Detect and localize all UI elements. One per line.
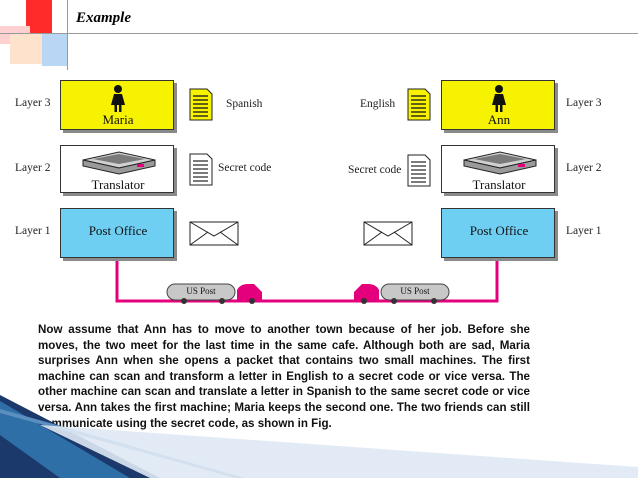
left-secret-code-label: Secret code bbox=[218, 162, 272, 174]
left-envelope-icon bbox=[189, 221, 239, 246]
right-truck-label: US Post bbox=[400, 286, 430, 296]
slide-title: Example bbox=[76, 10, 131, 26]
spanish-letter-icon bbox=[189, 88, 213, 121]
left-translator-label: Translator bbox=[91, 177, 145, 192]
explanation-paragraph: Now assume that Ann has to move to anoth… bbox=[38, 323, 530, 430]
left-layer1-label: Layer 1 bbox=[15, 225, 51, 237]
right-post-office-label: Post Office bbox=[469, 223, 529, 238]
right-envelope-icon bbox=[363, 221, 413, 246]
corner-line-vertical bbox=[67, 0, 68, 70]
right-layer2-label: Layer 2 bbox=[566, 162, 602, 174]
scanner-icon bbox=[82, 151, 156, 175]
english-letter-icon bbox=[407, 88, 431, 121]
right-layer1-label: Layer 1 bbox=[566, 225, 602, 237]
maria-box: Maria bbox=[60, 80, 174, 130]
right-layer3-label: Layer 3 bbox=[566, 97, 602, 109]
right-truck-icon bbox=[354, 283, 450, 304]
left-secret-code-icon bbox=[189, 153, 213, 186]
corner-square-peach bbox=[10, 34, 42, 64]
corner-square-red bbox=[26, 0, 52, 33]
left-layer2-label: Layer 2 bbox=[15, 162, 51, 174]
right-translator-label: Translator bbox=[472, 177, 526, 192]
bottom-swoosh-decoration bbox=[0, 395, 638, 478]
left-post-office-label: Post Office bbox=[88, 223, 148, 238]
postal-link-line bbox=[115, 258, 499, 303]
ann-box: Ann bbox=[441, 80, 555, 130]
maria-label: Maria bbox=[102, 112, 134, 127]
right-secret-code-label: Secret code bbox=[348, 164, 402, 176]
spanish-label: Spanish bbox=[226, 98, 263, 110]
left-layer3-label: Layer 3 bbox=[15, 97, 51, 109]
right-translator-box: Translator bbox=[441, 145, 555, 193]
scanner-icon bbox=[463, 151, 537, 175]
woman-icon bbox=[492, 85, 506, 112]
left-truck-icon bbox=[166, 283, 262, 304]
english-label: English bbox=[360, 98, 396, 110]
left-truck-label: US Post bbox=[186, 286, 216, 296]
ann-label: Ann bbox=[487, 112, 511, 127]
woman-icon bbox=[111, 85, 125, 112]
left-translator-box: Translator bbox=[60, 145, 174, 193]
left-post-office-box: Post Office bbox=[60, 208, 174, 258]
right-post-office-box: Post Office bbox=[441, 208, 555, 258]
corner-line-horizontal bbox=[0, 33, 638, 34]
right-secret-code-icon bbox=[407, 154, 431, 187]
corner-square-blue bbox=[42, 33, 68, 66]
